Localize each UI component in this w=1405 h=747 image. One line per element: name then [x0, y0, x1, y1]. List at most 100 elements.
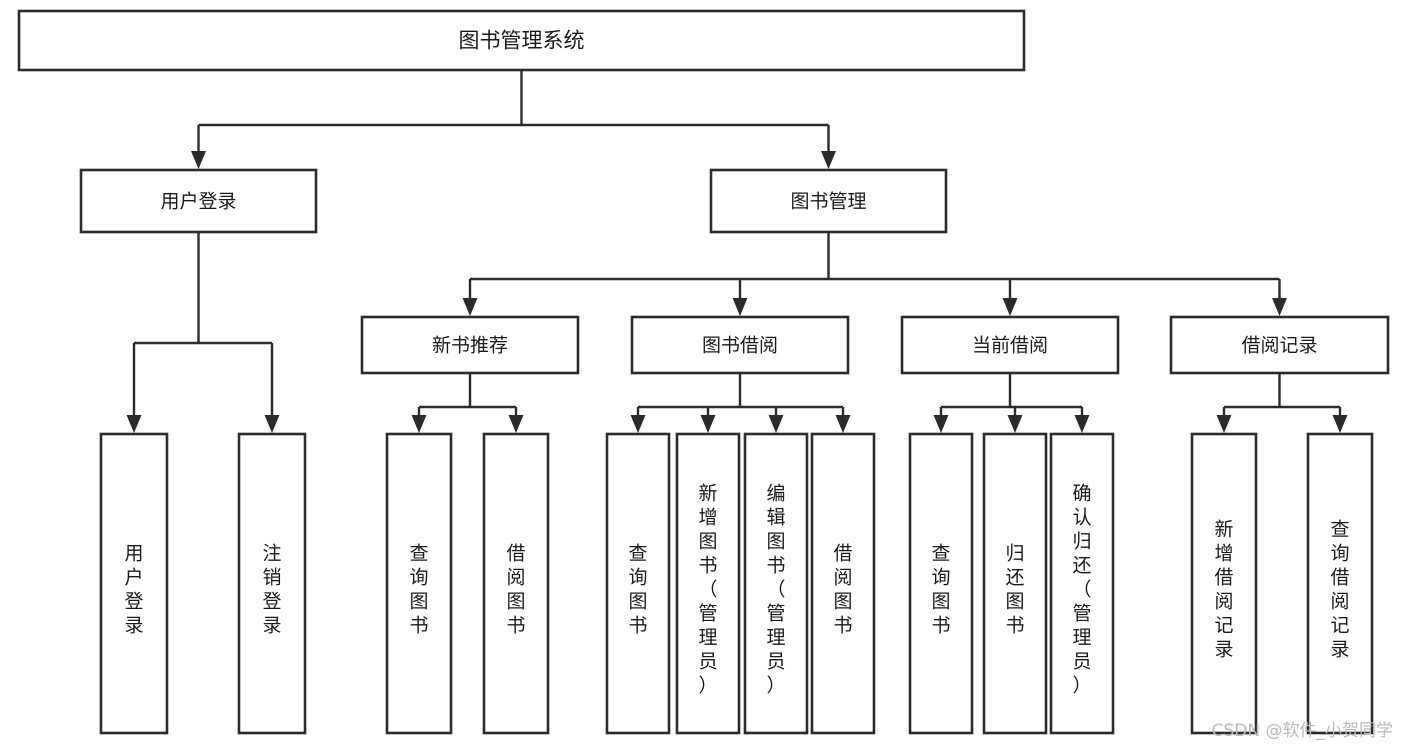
node-label: 图书管理	[790, 191, 866, 213]
node-label-char: 书	[506, 615, 525, 637]
node-box	[1190, 432, 1258, 735]
node-label-char: 确	[1072, 483, 1091, 505]
node-user-login[interactable]: 用户登录	[79, 168, 318, 234]
node-current-borrow[interactable]: 当前借阅	[900, 315, 1120, 375]
arrow-head-icon	[1332, 415, 1348, 433]
node-label-char: 书	[698, 555, 717, 577]
arrow-head-icon	[768, 415, 784, 433]
node-box	[482, 432, 550, 735]
node-book-manage[interactable]: 图书管理	[709, 168, 948, 234]
node-label-char: 书	[766, 555, 785, 577]
node-label-char: 查	[409, 543, 428, 565]
arrow-head-icon	[508, 415, 524, 433]
node-label: 图书借阅	[702, 335, 778, 357]
node-label-char: 借	[1214, 567, 1233, 589]
node-label-char: 阅	[506, 567, 525, 589]
node-label-char: （	[766, 579, 785, 601]
node-label-char: 管	[1072, 603, 1091, 625]
node-root[interactable]: 图书管理系统	[17, 9, 1026, 72]
arrow-head-icon	[126, 415, 142, 433]
node-label-char: 注	[262, 543, 281, 565]
node-label-char: 借	[833, 543, 852, 565]
node-label-char: 理	[766, 627, 785, 649]
node-label-char: 新	[698, 483, 717, 505]
node-label-char: 录	[124, 615, 143, 637]
node-box	[982, 432, 1048, 735]
arrow-head-icon	[700, 415, 716, 433]
node-label-char: 录	[1214, 639, 1233, 661]
arrow-head-icon	[1216, 415, 1232, 433]
node-label-char: 还	[1005, 567, 1024, 589]
node-label-char: 归	[1005, 543, 1024, 565]
node-label-char: ）	[698, 675, 717, 697]
node-label-char: 销	[262, 567, 281, 589]
node-label-char: 查	[931, 543, 950, 565]
node-leaf-user-login[interactable]: 用户登录	[99, 432, 169, 735]
node-label-char: 录	[1330, 639, 1349, 661]
node-borrow-record[interactable]: 借阅记录	[1169, 315, 1390, 375]
node-box	[79, 168, 318, 234]
node-label-char: 归	[1072, 531, 1091, 553]
node-label-char: 图	[833, 591, 852, 613]
node-label-char: 理	[698, 627, 717, 649]
node-label-char: 询	[628, 567, 647, 589]
node-label-char: 询	[409, 567, 428, 589]
node-label-char: 新	[1214, 519, 1233, 541]
node-box	[1306, 432, 1374, 735]
node-label-char: 查	[1330, 519, 1349, 541]
node-label-char: 编	[766, 483, 785, 505]
node-label-char: 书	[931, 615, 950, 637]
node-box	[1169, 315, 1390, 375]
node-box	[900, 315, 1120, 375]
node-label-char: 管	[698, 603, 717, 625]
node-label-char: 阅	[1214, 591, 1233, 613]
node-label-char: 查	[628, 543, 647, 565]
node-label-char: 图	[409, 591, 428, 613]
node-layer: 图书管理系统用户登录图书管理新书推荐图书借阅当前借阅借阅记录用户登录注销登录查询…	[17, 9, 1390, 735]
node-label-char: 登	[262, 591, 281, 613]
node-label-char: 记	[1330, 615, 1349, 637]
node-box	[605, 432, 671, 735]
node-book-borrow[interactable]: 图书借阅	[630, 315, 850, 375]
arrow-head-icon	[264, 415, 280, 433]
node-box	[237, 432, 307, 735]
node-label-char: ）	[766, 675, 785, 697]
node-label-char: 理	[1072, 627, 1091, 649]
node-label-char: 书	[833, 615, 852, 637]
node-label-char: 登	[124, 591, 143, 613]
node-box	[99, 432, 169, 735]
connector-layer	[126, 70, 1348, 433]
node-label-char: 图	[698, 531, 717, 553]
node-label: 借阅记录	[1241, 335, 1317, 357]
watermark-text: CSDN @软件_小贺同学	[1211, 721, 1393, 741]
node-label-char: 用	[124, 543, 143, 565]
node-box	[360, 315, 580, 375]
arrow-head-icon	[933, 415, 949, 433]
node-box	[908, 432, 974, 735]
node-box	[743, 432, 809, 735]
node-label: 用户登录	[160, 191, 236, 213]
arrow-head-icon	[821, 151, 836, 169]
node-label-char: 阅	[1330, 591, 1349, 613]
node-new-book-rec[interactable]: 新书推荐	[360, 315, 580, 375]
node-label-char: 图	[1005, 591, 1024, 613]
node-box	[810, 432, 876, 735]
arrow-head-icon	[630, 415, 646, 433]
node-label-char: （	[698, 579, 717, 601]
node-box	[630, 315, 850, 375]
node-label-char: 阅	[833, 567, 852, 589]
node-box	[17, 9, 1026, 72]
